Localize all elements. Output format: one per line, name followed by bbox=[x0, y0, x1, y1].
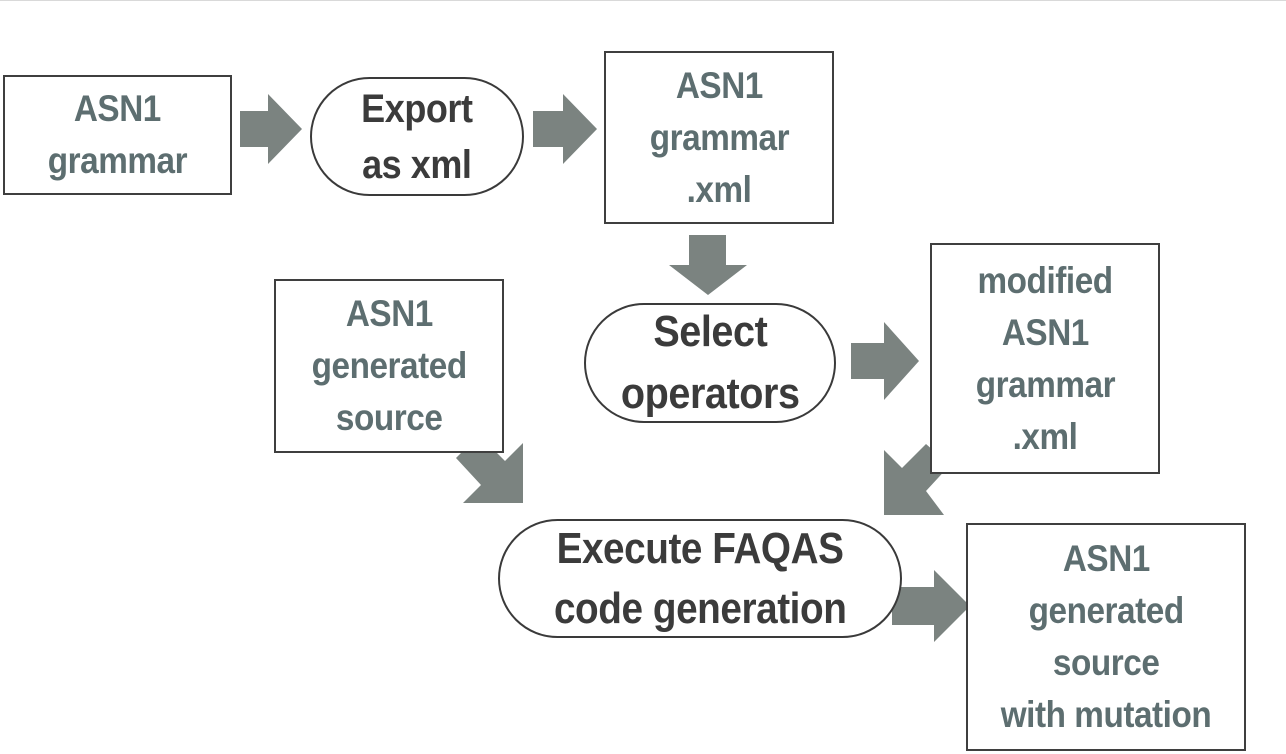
node-text-line: .xml bbox=[1012, 415, 1078, 457]
execute-faqas-generation-step: Execute FAQAS code generation bbox=[498, 519, 902, 638]
asn1-grammar-box: ASN1 grammar bbox=[3, 75, 232, 195]
arrow-export-to-xml bbox=[533, 94, 597, 164]
asn1-generated-source-with-mutation-box: ASN1 generated source with mutation bbox=[966, 523, 1246, 751]
node-text-line: ASN1 bbox=[675, 64, 763, 106]
modified-asn1-grammar-xml-box: modified ASN1 grammar .xml bbox=[930, 243, 1160, 474]
node-text-line: code generation bbox=[553, 583, 847, 633]
node-text-line: source bbox=[1052, 642, 1160, 683]
node-text-line: grammar bbox=[47, 140, 188, 181]
node-text-line: Execute FAQAS bbox=[556, 523, 844, 573]
node-text-line: Export bbox=[361, 86, 473, 131]
node-text-line: operators bbox=[620, 369, 800, 418]
node-text-line: grammar bbox=[975, 363, 1115, 405]
node-text-line: as xml bbox=[362, 142, 472, 187]
asn1-grammar-xml-box: ASN1 grammar .xml bbox=[604, 51, 834, 224]
node-text-line: ASN1 bbox=[73, 88, 162, 129]
node-text-line: modified bbox=[977, 259, 1113, 301]
arrow-execute-to-mutated bbox=[892, 570, 970, 642]
export-xml-step: Export as xml bbox=[310, 77, 524, 196]
node-text-line: ASN1 bbox=[1062, 538, 1150, 579]
node-text-line: source bbox=[335, 397, 443, 438]
node-text-line: .xml bbox=[686, 168, 752, 210]
node-text-line: ASN1 bbox=[1001, 311, 1089, 353]
node-text-line: Select bbox=[653, 307, 767, 356]
arrow-select-to-modified bbox=[851, 322, 919, 400]
arrow-xml-to-select bbox=[669, 235, 747, 295]
node-text-line: generated bbox=[311, 345, 467, 386]
node-text-line: ASN1 bbox=[345, 293, 433, 334]
arrow-grammar-to-export bbox=[240, 94, 302, 164]
node-text-line: grammar bbox=[649, 116, 789, 158]
node-text-line: with mutation bbox=[1000, 694, 1212, 735]
asn1-generated-source-box: ASN1 generated source bbox=[274, 279, 504, 453]
node-text-line: generated bbox=[1028, 590, 1184, 631]
select-operators-step: Select operators bbox=[584, 303, 836, 423]
